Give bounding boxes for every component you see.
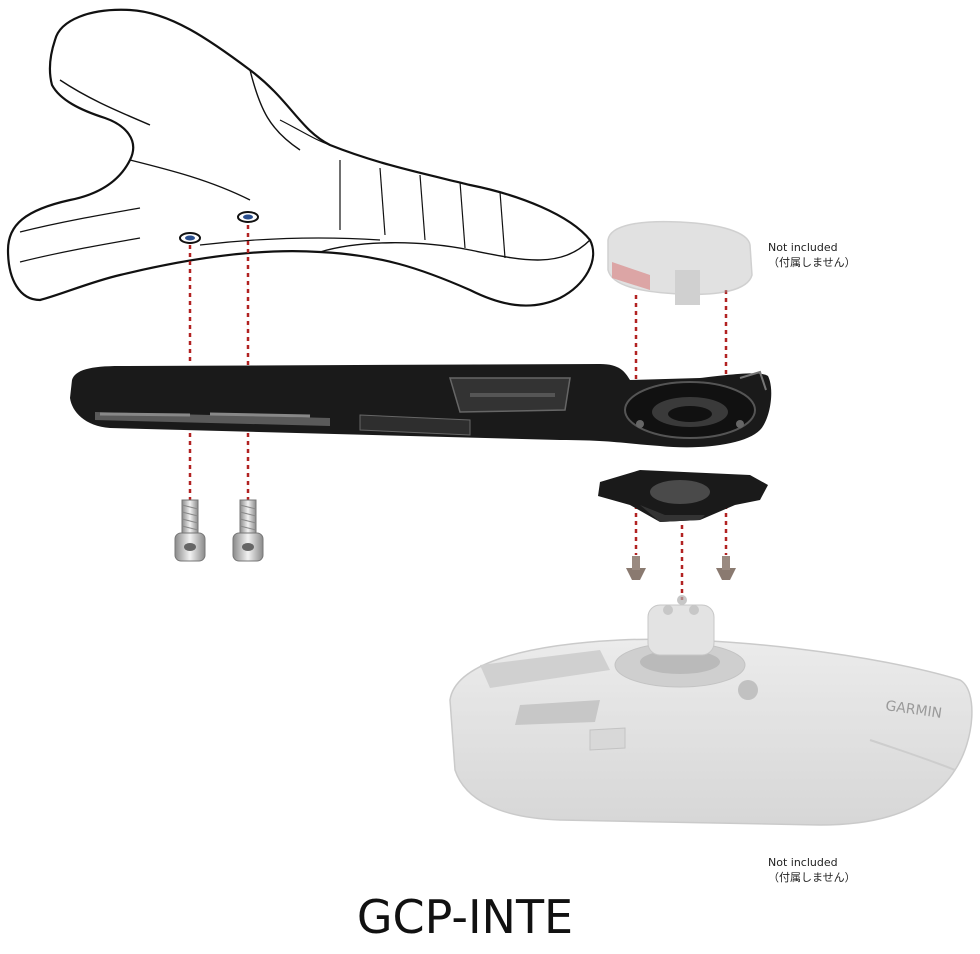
mount-arm: [70, 364, 772, 448]
handlebar-stem-outline: [6, 8, 595, 307]
adapter-screws: [626, 556, 736, 580]
note-top-line2: （付属しません）: [768, 256, 856, 269]
bolt-left: [174, 499, 206, 562]
note-bottom-line2: （付属しません）: [768, 871, 856, 884]
not-included-note-bottom: Not included （付属しません）: [768, 855, 856, 885]
bolt-right: [232, 499, 264, 562]
base-adapter: [598, 470, 768, 522]
stem-mounting-holes: [179, 211, 259, 244]
ghost-bike-computer: [449, 595, 973, 826]
product-model-title: GCP-INTE: [356, 890, 574, 944]
note-top-line1: Not included: [768, 241, 838, 254]
brand-mark: GARMIN: [884, 698, 943, 722]
not-included-note-top: Not included （付属しません）: [768, 240, 856, 270]
ghost-computer-mount-top: [607, 220, 753, 305]
note-bottom-line1: Not included: [768, 856, 838, 869]
alignment-guide-lines: [188, 225, 728, 600]
